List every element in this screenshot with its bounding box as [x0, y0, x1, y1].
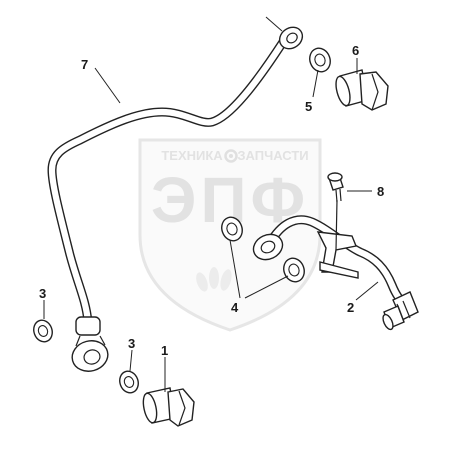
callout-part-6: 6 — [352, 43, 359, 58]
wheat-ear-icon — [196, 267, 232, 292]
callout-part-3-left: 3 — [39, 286, 46, 301]
watermark-line1-right: ЗАПЧАСТИ — [237, 148, 308, 163]
callout-part-8: 8 — [377, 184, 384, 199]
callout-part-4: 4 — [231, 300, 239, 315]
banjo-bolt-bottom — [142, 387, 195, 427]
pipe-end-nut — [382, 291, 419, 331]
injection-pipe-short — [265, 215, 410, 310]
sealing-washer-left — [33, 319, 53, 343]
pipe-clamp-bracket — [316, 199, 359, 279]
gear-icon — [224, 149, 238, 163]
sealing-washer-middle-lower — [283, 257, 305, 283]
sealing-washer-top — [309, 47, 331, 73]
leader-lines — [43, 58, 379, 392]
banjo-fitting-short-pipe — [252, 233, 284, 261]
banjo-fitting-top — [265, 16, 304, 50]
callout-part-3-right: 3 — [128, 336, 135, 351]
callout-part-2: 2 — [347, 300, 354, 315]
sealing-washer-middle-upper — [221, 216, 243, 242]
banjo-bolt-top — [335, 69, 389, 111]
callout-part-5: 5 — [305, 99, 312, 114]
mounting-screw — [327, 172, 344, 203]
callout-labels: 7 5 6 8 2 4 3 3 1 — [39, 43, 384, 358]
watermark-line1-left: ТЕХНИКА — [161, 148, 223, 163]
callout-part-7: 7 — [81, 57, 88, 72]
injection-pipe-long — [47, 37, 288, 327]
banjo-fitting-bottom — [71, 316, 109, 372]
sealing-washer-bottom — [119, 370, 139, 394]
callout-part-1: 1 — [161, 343, 168, 358]
